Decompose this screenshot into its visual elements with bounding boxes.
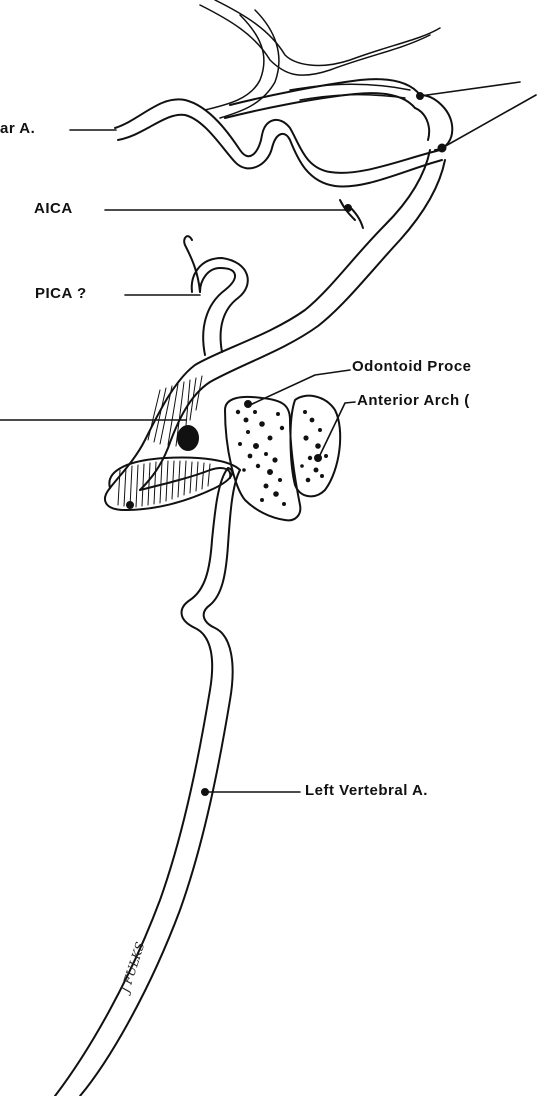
vertebral-trunk: [109, 149, 446, 491]
label-left-vertebral-artery: Left Vertebral A.: [305, 782, 428, 799]
label-aica: AICA: [34, 200, 73, 217]
descending-vertebral: [54, 467, 241, 1096]
label-anterior-arch: Anterior Arch (: [357, 392, 470, 409]
leader-lines: [0, 81, 537, 793]
anterior-arch: [289, 394, 342, 498]
label-pica: PICA ?: [35, 285, 87, 302]
label-basilar-artery: ar A.: [0, 120, 36, 137]
vertebral-loop: [104, 375, 241, 511]
odontoid-process: [224, 395, 302, 522]
basilar-vessels: [114, 78, 454, 188]
label-odontoid-process: Odontoid Proce: [352, 358, 472, 375]
